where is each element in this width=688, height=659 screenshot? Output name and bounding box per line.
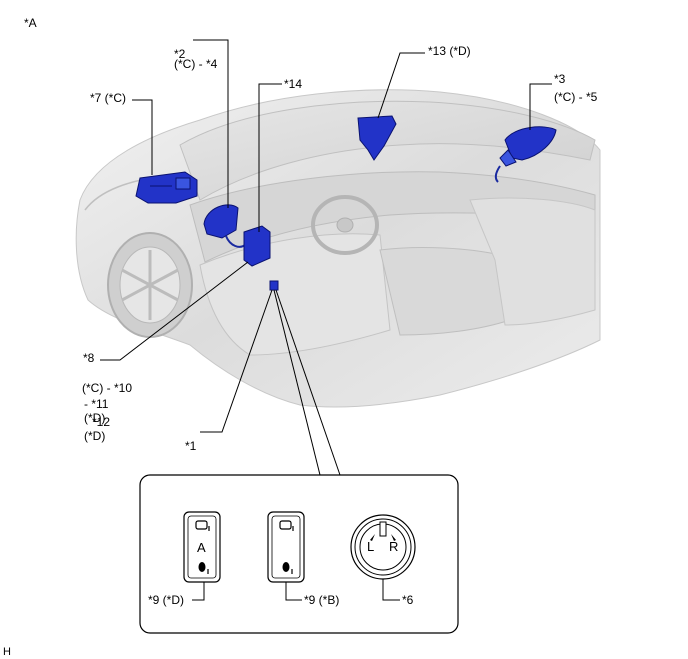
corner-code: H [3, 646, 11, 658]
label-13: *13 (*D) [428, 44, 471, 58]
component-7 [135, 171, 198, 204]
label-9-d: *9 (*D) [148, 593, 185, 607]
switch-letter-right: R [389, 539, 399, 554]
label-10: (*C) - *10 [82, 381, 133, 395]
label-12-variant: (*D) [84, 429, 106, 443]
switch-9b [267, 511, 305, 583]
switch-letter-a: A [197, 540, 206, 555]
lower-leaders [192, 579, 400, 601]
component-13 [357, 115, 397, 161]
label-2: *2 [174, 47, 186, 61]
label-6: *6 [402, 593, 414, 607]
switch-9d [183, 511, 221, 583]
label-14: *14 [284, 77, 303, 91]
leader-lines [100, 39, 552, 476]
label-11-variant: (*D) [84, 411, 106, 425]
car-body [75, 89, 601, 408]
label-3: *3 [554, 72, 566, 86]
label-11: - *11 [84, 397, 109, 411]
label-3-range: (*C) - *5 [554, 90, 598, 104]
switch-6-round [350, 514, 416, 580]
label-8: *8 [83, 351, 95, 365]
component-3-right-mirror [494, 126, 557, 183]
switch-letter-left: L [367, 539, 375, 554]
label-12: *12 [92, 415, 111, 429]
label-7: *7 (*C) [90, 91, 127, 105]
figure-tag: *A [24, 16, 37, 30]
label-1: *1 [185, 439, 197, 453]
component-1-switch [269, 280, 279, 291]
component-14-ecu [243, 225, 271, 267]
label-2-range: (*C) - *4 [174, 57, 218, 71]
label-9-b: *9 (*B) [304, 593, 340, 607]
